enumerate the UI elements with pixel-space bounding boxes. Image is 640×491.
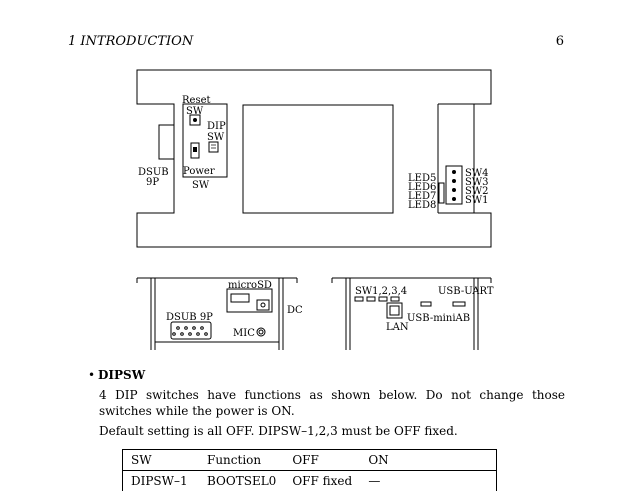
bullet: •: [88, 368, 98, 382]
table-header: SW: [123, 450, 200, 471]
sw1-label: SW1: [465, 195, 489, 206]
dsub-9p-label: 9P: [146, 177, 159, 188]
dsub9p-label: DSUB 9P: [166, 312, 213, 323]
dip-sw-label: SW: [207, 132, 225, 143]
sw1234-label: SW1,2,3,4: [355, 286, 407, 297]
dip-label: DIP: [207, 121, 226, 132]
microsd-label: microSD: [228, 280, 272, 291]
usb-uart-port: [453, 302, 465, 306]
board-diagram: Reset SW DIP SW Power SW DSUB 9P LED5 LE…: [0, 0, 640, 360]
table-row: DIPSW–1 BOOTSEL0 OFF fixed —: [123, 471, 497, 491]
power-sw-label: SW: [192, 180, 210, 191]
dc-label: DC: [287, 305, 303, 316]
table-cell: —: [360, 471, 497, 491]
table-cell: OFF fixed: [284, 471, 360, 491]
paragraph-2: Default setting is all OFF. DIPSW–1,2,3 …: [99, 423, 565, 439]
section-heading: •DIPSW: [88, 368, 145, 382]
usb-uart-label: USB-UART: [438, 286, 494, 297]
lan-label: LAN: [386, 322, 409, 333]
lan-port: [387, 303, 402, 318]
table-cell: BOOTSEL0: [199, 471, 284, 491]
dipsw-table: SW Function OFF ON DIPSW–1 BOOTSEL0 OFF …: [122, 449, 497, 491]
table-cell: DIPSW–1: [123, 471, 200, 491]
dsub9p-port: [171, 322, 211, 339]
led-array: [439, 183, 444, 203]
table-header: Function: [199, 450, 284, 471]
table-header-row: SW Function OFF ON: [123, 450, 497, 471]
power-label: Power: [183, 166, 215, 177]
usb-miniab-port: [421, 302, 431, 306]
usb-miniab-label: USB-miniAB: [407, 313, 470, 324]
dip-switch: [209, 142, 218, 152]
mic-icon: [257, 328, 265, 336]
reset-sw-label: SW: [186, 106, 204, 117]
reset-label: Reset: [182, 95, 211, 106]
side-view-left: microSD DSUB 9P MIC DC: [137, 278, 303, 350]
paragraph-1: 4 DIP switches have functions as shown b…: [99, 387, 565, 419]
dsub-connector: [159, 125, 174, 159]
section-title: DIPSW: [98, 368, 145, 382]
table-header: OFF: [284, 450, 360, 471]
mic-label: MIC: [233, 328, 255, 339]
center-module: [243, 105, 393, 213]
side-view-right: SW1,2,3,4 USB-UART USB-miniAB LAN: [332, 278, 494, 350]
table-header: ON: [360, 450, 497, 471]
led8-label: LED8: [408, 200, 436, 211]
